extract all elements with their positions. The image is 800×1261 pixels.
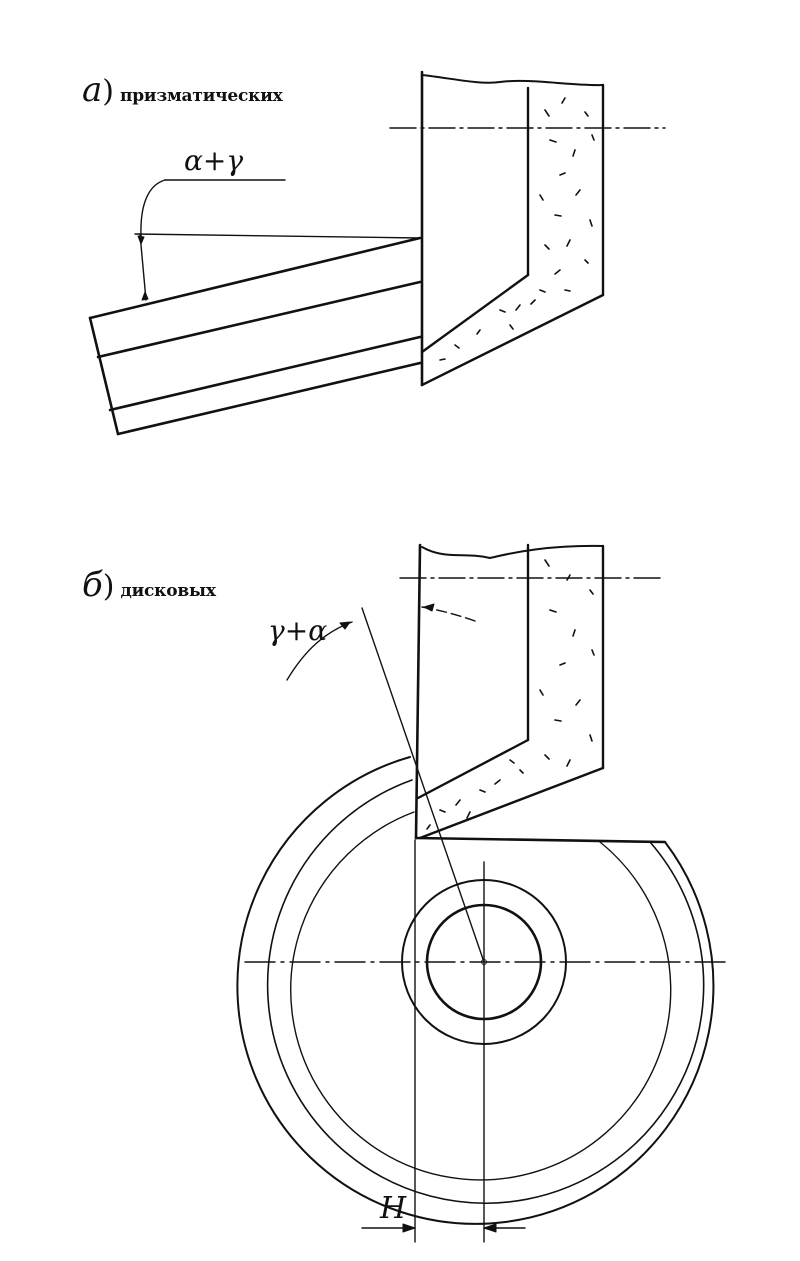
angle-dimension-b: γ+α <box>268 603 479 681</box>
wheel-b-bottom-edge <box>418 766 605 840</box>
wheel-b-break-line <box>421 544 604 559</box>
wheel-b-bevel <box>416 738 530 800</box>
dimension-label-h: H <box>379 1191 407 1226</box>
reference-line-a <box>134 233 421 239</box>
angle-a-arc-segment <box>139 233 147 301</box>
tool-upper-line <box>96 280 422 359</box>
dim-h-arrow-right <box>483 1223 497 1233</box>
figure-a: α+γ <box>88 70 666 436</box>
angle-b-arrow-left <box>339 621 351 630</box>
tool-bottom-edge <box>116 361 422 436</box>
grinding-wheel-a <box>420 70 605 387</box>
disk-third-circle <box>290 811 672 1181</box>
disk-tool <box>236 756 715 1225</box>
tool-end-face <box>88 316 120 436</box>
caption-a: а) призматических <box>82 70 283 110</box>
caption-b-text: дисковых <box>120 581 216 601</box>
disk-face-line <box>414 836 667 844</box>
angle-dimension-a: α+γ <box>137 144 286 301</box>
caption-a-paren: ) <box>102 74 114 109</box>
dim-h-arrow-left <box>402 1223 416 1233</box>
dimension-h: H <box>361 1191 526 1233</box>
caption-b-paren: ) <box>102 569 115 604</box>
radial-line <box>361 607 485 963</box>
wheel-b-grain-hatching <box>426 559 595 830</box>
prismatic-tool <box>88 236 422 436</box>
disk-outer-circle <box>236 756 715 1225</box>
grinding-wheel-b <box>414 543 605 840</box>
wheel-a-bottom-edge <box>420 293 605 387</box>
angle-label-b: γ+α <box>268 614 327 647</box>
wheel-a-bevel <box>420 273 530 354</box>
tool-top-edge <box>88 236 422 320</box>
wheel-a-grain-hatching <box>439 97 595 361</box>
angle-a-leader <box>140 179 166 237</box>
disk-second-circle <box>266 779 705 1204</box>
tool-lower-line <box>108 335 422 412</box>
caption-a-text: призматических <box>120 86 283 106</box>
wheel-b-left-edge <box>414 543 422 840</box>
caption-a-letter: а <box>82 70 103 110</box>
angle-a-arrow-bottom <box>141 291 149 301</box>
angle-b-arrow-right <box>423 603 435 612</box>
angle-a-arrow-top <box>137 235 145 245</box>
caption-b: б)дисковых <box>82 565 216 605</box>
wheel-a-break-line <box>421 74 604 87</box>
figure-b: γ+α H <box>236 543 729 1243</box>
caption-b-letter: б <box>82 565 103 605</box>
angle-label-a: α+γ <box>184 144 243 177</box>
